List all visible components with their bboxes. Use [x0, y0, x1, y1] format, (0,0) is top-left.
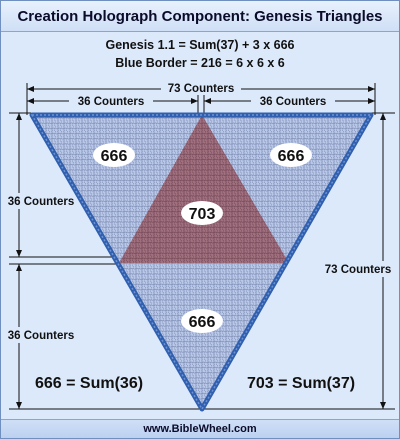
label-left-upper: 36 Counters: [8, 196, 74, 208]
region-label-top-left: 666: [93, 143, 135, 167]
formula-right: 703 = Sum(37): [247, 375, 355, 392]
dimension-right: 73 Counters: [201, 112, 397, 410]
footer-bar: www.BibleWheel.com: [1, 419, 399, 438]
label-top-right: 36 Counters: [260, 96, 326, 108]
genesis-formula: Genesis 1.1 = Sum(37) + 3 x 666: [105, 38, 294, 52]
label-top-full: 73 Counters: [168, 83, 234, 95]
dimension-top-full: 73 Counters: [26, 80, 376, 115]
dimension-left: 36 Counters 36 Counters: [3, 112, 201, 410]
region-label-bottom: 666: [181, 309, 223, 333]
page-title: Creation Holograph Component: Genesis Tr…: [17, 7, 383, 25]
svg-text:666: 666: [278, 148, 305, 165]
svg-text:666: 666: [189, 314, 216, 331]
site-link[interactable]: www.BibleWheel.com: [143, 423, 257, 435]
formula-left: 666 = Sum(36): [35, 375, 143, 392]
region-label-top-right: 666: [270, 143, 312, 167]
label-top-left: 36 Counters: [78, 96, 144, 108]
svg-text:666: 666: [101, 148, 128, 165]
dimension-top-halves: 36 Counters 36 Counters: [27, 93, 375, 113]
blue-border-counters: [30, 114, 373, 411]
label-right-full: 73 Counters: [325, 264, 391, 276]
label-left-lower: 36 Counters: [8, 330, 74, 342]
border-formula: Blue Border = 216 = 6 x 6 x 6: [115, 56, 285, 70]
title-bar: Creation Holograph Component: Genesis Tr…: [1, 1, 399, 32]
center-triangle: [119, 115, 289, 263]
region-label-center: 703: [181, 201, 223, 225]
svg-text:703: 703: [189, 206, 216, 223]
